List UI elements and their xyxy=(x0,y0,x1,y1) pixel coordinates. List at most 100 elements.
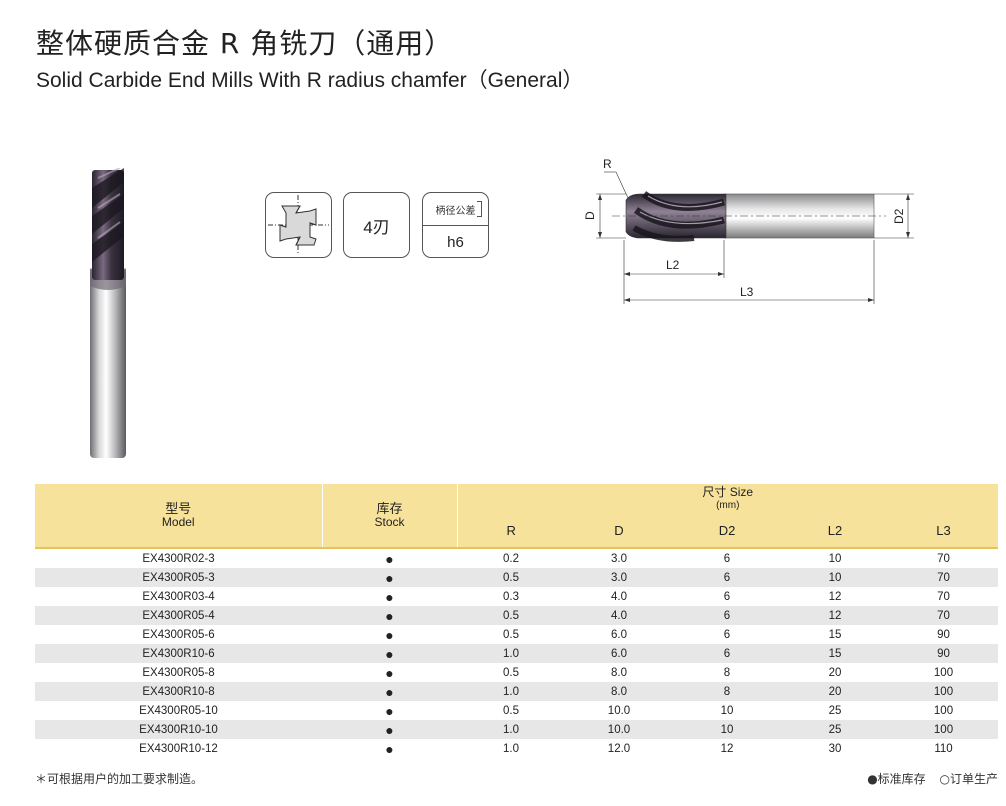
stock-column-header: 库存 Stock xyxy=(322,484,458,548)
table-row: EX4300R10-10 ● 1.0 10.0 10 25 100 xyxy=(35,720,999,739)
cell-l2: 10 xyxy=(781,548,889,568)
cell-stock: ● xyxy=(322,663,457,682)
cell-stock: ● xyxy=(322,606,457,625)
drawing-label-d2: D2 xyxy=(892,208,906,224)
cell-l3: 90 xyxy=(889,625,999,644)
cell-r: 0.5 xyxy=(457,663,565,682)
cell-d: 10.0 xyxy=(565,720,673,739)
cell-d: 3.0 xyxy=(565,548,673,568)
cell-stock: ● xyxy=(322,682,457,701)
cell-d2: 6 xyxy=(673,625,781,644)
column-header-d2: D2 xyxy=(673,514,781,549)
model-header-en: Model xyxy=(161,515,195,529)
stock-header-en: Stock xyxy=(374,515,405,529)
stock-legend: ●标准库存 ○订单生产 xyxy=(857,770,998,787)
footnote: ＊可根据用户的加工要求制造。 xyxy=(35,772,204,786)
cell-model: EX4300R10-10 xyxy=(35,720,322,739)
cell-model: EX4300R10-6 xyxy=(35,644,322,663)
column-header-l2: L2 xyxy=(781,514,889,549)
cell-stock: ● xyxy=(322,548,457,568)
cell-d2: 6 xyxy=(673,587,781,606)
cell-r: 0.2 xyxy=(457,548,565,568)
cell-stock: ● xyxy=(322,739,457,758)
cross-section-badge xyxy=(265,192,332,258)
cell-l3: 110 xyxy=(889,739,999,758)
cell-stock: ● xyxy=(322,720,457,739)
table-row: EX4300R10-6 ● 1.0 6.0 6 15 90 xyxy=(35,644,999,663)
legend-made-to-order: ○订单生产 xyxy=(939,772,998,786)
cell-d2: 8 xyxy=(673,682,781,701)
cell-model: EX4300R10-8 xyxy=(35,682,322,701)
cell-d: 4.0 xyxy=(565,587,673,606)
end-mill-dimension-drawing: R D D2 L2 L3 xyxy=(583,157,914,304)
cell-d2: 10 xyxy=(673,720,781,739)
tolerance-value: h6 xyxy=(447,233,464,251)
cell-l2: 25 xyxy=(781,701,889,720)
drawing-label-l2: L2 xyxy=(666,258,680,272)
cell-l2: 12 xyxy=(781,606,889,625)
cell-d2: 6 xyxy=(673,644,781,663)
table-body: EX4300R02-3 ● 0.2 3.0 6 10 70 EX4300R05-… xyxy=(35,548,999,758)
cell-l2: 20 xyxy=(781,663,889,682)
cell-d: 12.0 xyxy=(565,739,673,758)
size-header-label: 尺寸 Size xyxy=(702,485,754,499)
column-header-l3: L3 xyxy=(889,514,999,549)
table-row: EX4300R02-3 ● 0.2 3.0 6 10 70 xyxy=(35,548,999,568)
cell-model: EX4300R05-4 xyxy=(35,606,322,625)
cell-r: 1.0 xyxy=(457,682,565,701)
page-title-en: Solid Carbide End Mills With R radius ch… xyxy=(36,69,584,92)
model-column-header: 型号 Model xyxy=(35,484,323,548)
cell-l2: 15 xyxy=(781,625,889,644)
model-header-cn: 型号 xyxy=(165,501,192,516)
cell-d2: 6 xyxy=(673,548,781,568)
cell-r: 0.3 xyxy=(457,587,565,606)
cell-d2: 6 xyxy=(673,568,781,587)
cell-d: 8.0 xyxy=(565,663,673,682)
cell-l3: 100 xyxy=(889,720,999,739)
cell-model: EX4300R05-6 xyxy=(35,625,322,644)
cell-r: 1.0 xyxy=(457,720,565,739)
table-row: EX4300R03-4 ● 0.3 4.0 6 12 70 xyxy=(35,587,999,606)
cell-l3: 100 xyxy=(889,663,999,682)
flutes-badge: 4刃 xyxy=(343,192,410,258)
column-header-r: R xyxy=(457,514,565,549)
cell-d2: 6 xyxy=(673,606,781,625)
cell-model: EX4300R05-10 xyxy=(35,701,322,720)
cell-r: 0.5 xyxy=(457,701,565,720)
table-row: EX4300R10-8 ● 1.0 8.0 8 20 100 xyxy=(35,682,999,701)
size-group-header: 尺寸 Size (mm) xyxy=(457,484,999,514)
cell-d: 3.0 xyxy=(565,568,673,587)
cell-l3: 70 xyxy=(889,548,999,568)
size-header-unit: (mm) xyxy=(716,500,740,511)
cell-l3: 100 xyxy=(889,701,999,720)
cell-r: 0.5 xyxy=(457,568,565,587)
cell-stock: ● xyxy=(322,625,457,644)
tolerance-label: 柄径公差 xyxy=(423,193,488,226)
legend-standard-stock: ●标准库存 xyxy=(867,772,926,786)
table-row: EX4300R10-12 ● 1.0 12.0 12 30 110 xyxy=(35,739,999,758)
cell-l3: 70 xyxy=(889,587,999,606)
cell-d2: 12 xyxy=(673,739,781,758)
cell-stock: ● xyxy=(322,587,457,606)
cell-d: 8.0 xyxy=(565,682,673,701)
cell-model: EX4300R05-8 xyxy=(35,663,322,682)
cell-stock: ● xyxy=(322,644,457,663)
page-title-cn: 整体硬质合金 R 角铣刀（通用） xyxy=(36,27,454,60)
specification-table: 型号 Model 库存 Stock 尺寸 Size (mm) R D D2 L2… xyxy=(35,484,999,758)
table-row: EX4300R05-10 ● 0.5 10.0 10 25 100 xyxy=(35,701,999,720)
drawing-label-l3: L3 xyxy=(740,285,754,299)
cell-d: 6.0 xyxy=(565,644,673,663)
cell-stock: ● xyxy=(322,701,457,720)
flutes-label: 4刃 xyxy=(363,217,390,237)
cell-model: EX4300R10-12 xyxy=(35,739,322,758)
cell-model: EX4300R03-4 xyxy=(35,587,322,606)
cell-l2: 10 xyxy=(781,568,889,587)
cell-l2: 25 xyxy=(781,720,889,739)
cell-l3: 70 xyxy=(889,606,999,625)
cell-r: 1.0 xyxy=(457,739,565,758)
cell-l3: 90 xyxy=(889,644,999,663)
cell-d: 4.0 xyxy=(565,606,673,625)
cell-l2: 30 xyxy=(781,739,889,758)
cell-d: 6.0 xyxy=(565,625,673,644)
cell-stock: ● xyxy=(322,568,457,587)
